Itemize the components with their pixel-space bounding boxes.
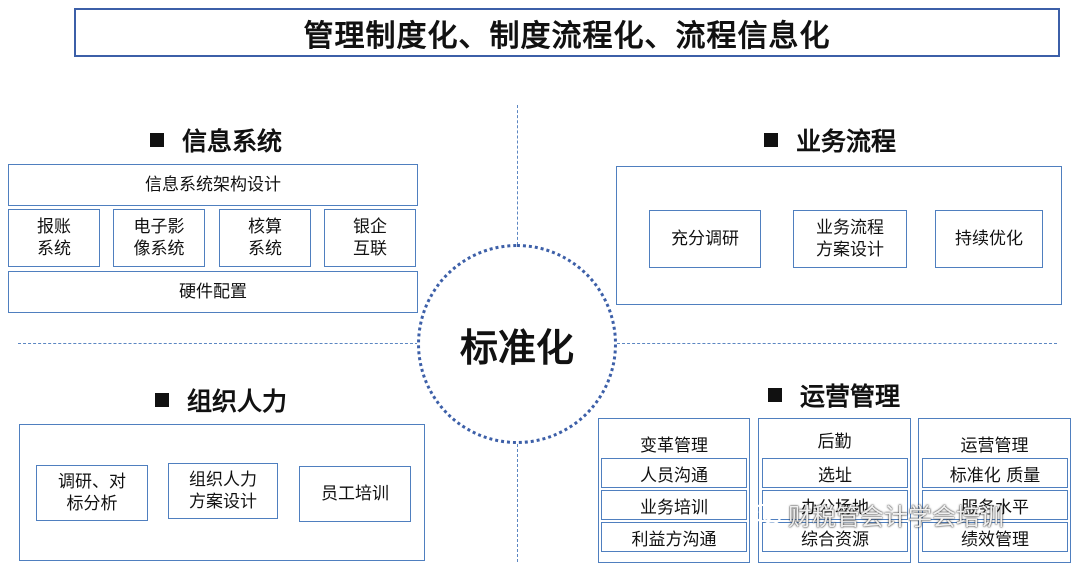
divider-horizontal-left bbox=[18, 343, 418, 344]
ops-column-2-item-2: 办公场地 bbox=[762, 490, 908, 520]
info-heading-label: 信息系统 bbox=[182, 127, 283, 156]
ops-column-3-item-2: 服务水平 bbox=[922, 490, 1068, 520]
business-item-1: 充分调研 bbox=[649, 210, 761, 268]
wechat-icon bbox=[752, 503, 781, 524]
org-item-3: 员工培训 bbox=[299, 466, 411, 522]
ops-column-3-item-3: 绩效管理 bbox=[922, 522, 1068, 552]
info-bottom-box: 硬件配置 bbox=[8, 271, 418, 313]
ops-column-1-head: 变革管理 bbox=[640, 435, 708, 456]
info-item-4: 银企 互联 bbox=[324, 209, 416, 267]
ops-column-1-item-2: 业务培训 bbox=[601, 490, 747, 520]
business-heading-label: 业务流程 bbox=[796, 127, 897, 156]
bullet-square-icon bbox=[768, 388, 782, 402]
center-circle: 标准化 bbox=[417, 244, 617, 444]
bullet-square-icon bbox=[155, 393, 169, 407]
business-heading: 业务流程 bbox=[764, 122, 896, 158]
info-item-1: 报账 系统 bbox=[8, 209, 100, 267]
org-item-1: 调研、对 标分析 bbox=[36, 465, 148, 521]
info-item-2: 电子影 像系统 bbox=[113, 209, 205, 267]
ops-heading-label: 运营管理 bbox=[800, 382, 901, 411]
org-heading-label: 组织人力 bbox=[187, 387, 288, 416]
watermark: 财税管会计学会培训 bbox=[752, 497, 1004, 532]
page-title: 管理制度化、制度流程化、流程信息化 bbox=[74, 8, 1060, 57]
ops-column-1-item-3: 利益方沟通 bbox=[601, 522, 747, 552]
ops-column-3-item-1: 标准化 质量 bbox=[922, 458, 1068, 488]
ops-column-2-item-3: 综合资源 bbox=[762, 522, 908, 552]
bullet-square-icon bbox=[764, 133, 778, 147]
divider-vertical-top bbox=[517, 105, 518, 245]
info-item-3: 核算 系统 bbox=[219, 209, 311, 267]
ops-column-2-item-1: 选址 bbox=[762, 458, 908, 488]
divider-vertical-bottom bbox=[517, 444, 518, 562]
ops-column-3-head: 运营管理 bbox=[960, 435, 1029, 456]
org-heading: 组织人力 bbox=[155, 382, 287, 418]
center-label: 标准化 bbox=[459, 325, 574, 370]
divider-horizontal-right bbox=[617, 343, 1057, 344]
org-item-2: 组织人力 方案设计 bbox=[168, 463, 278, 519]
business-item-3: 持续优化 bbox=[935, 210, 1043, 268]
watermark-text: 财税管会计学会培训 bbox=[788, 503, 1004, 531]
bullet-square-icon bbox=[150, 133, 164, 147]
ops-heading: 运营管理 bbox=[768, 377, 900, 413]
info-heading: 信息系统 bbox=[150, 122, 282, 158]
business-item-2: 业务流程 方案设计 bbox=[793, 210, 907, 268]
ops-column-2-head: 后勤 bbox=[817, 431, 852, 452]
ops-column-1-item-1: 人员沟通 bbox=[601, 458, 747, 488]
info-top-box: 信息系统架构设计 bbox=[8, 164, 418, 206]
